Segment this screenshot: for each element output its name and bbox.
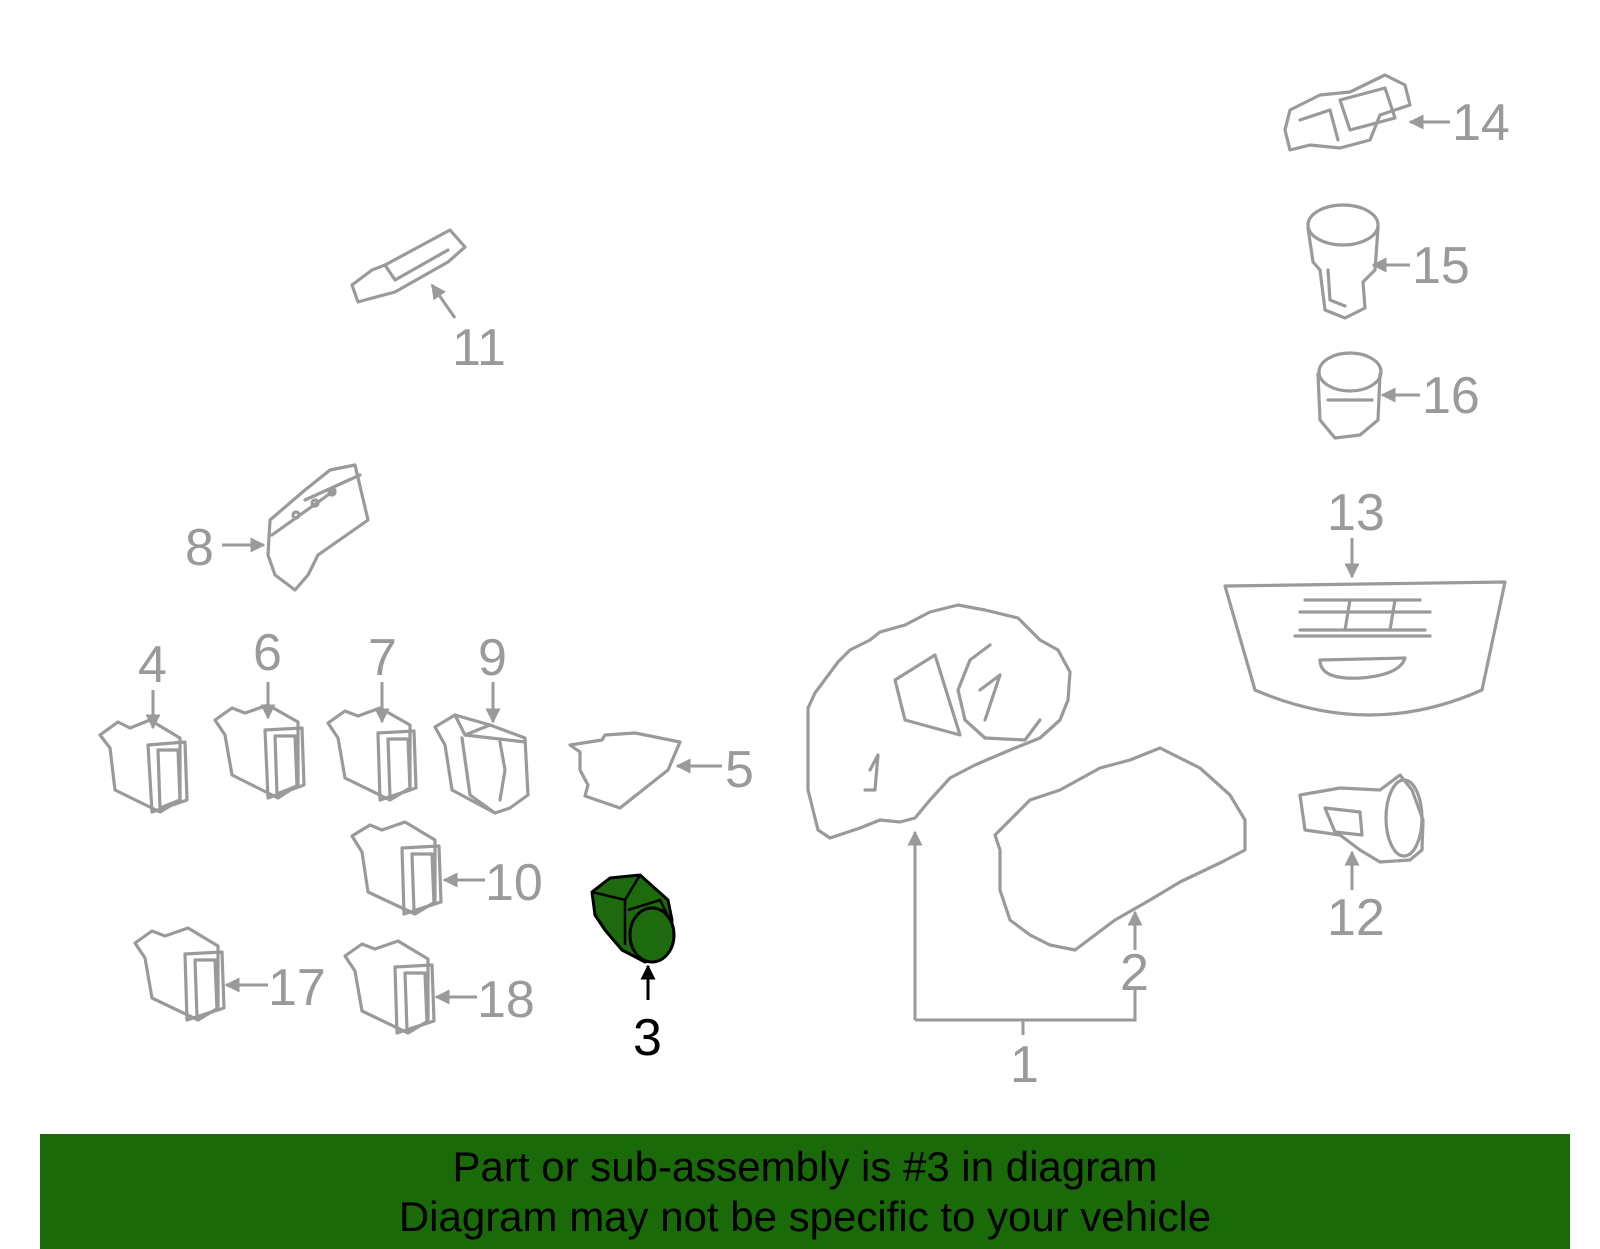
callout-11[interactable]: 11 [452,319,506,377]
callout-14[interactable]: 14 [1452,94,1510,152]
callout-16[interactable]: 16 [1422,367,1480,425]
part-3-highlighted[interactable] [590,873,676,964]
banner-line-2: Diagram may not be specific to your vehi… [398,1193,1212,1240]
part-9[interactable] [433,713,530,815]
part-8[interactable] [266,463,370,592]
callout-13[interactable]: 13 [1327,484,1385,542]
part-1[interactable] [806,603,1072,840]
callout-7[interactable]: 7 [368,629,397,687]
callout-1[interactable]: 1 [1010,1036,1039,1094]
callout-18[interactable]: 18 [477,971,535,1029]
part-18[interactable] [343,939,436,1035]
callout-4[interactable]: 4 [138,636,167,694]
info-banner: Part or sub-assembly is #3 in diagram Di… [40,1134,1570,1249]
part-16[interactable] [1316,351,1383,440]
part-10[interactable] [350,820,443,916]
leader-11 [430,283,457,319]
callout-10[interactable]: 10 [485,854,543,912]
part-4[interactable] [98,718,189,814]
part-6[interactable] [213,703,306,800]
callout-5[interactable]: 5 [725,741,754,799]
part-2[interactable] [993,746,1247,952]
part-15[interactable] [1306,203,1380,320]
part-14[interactable] [1283,73,1412,152]
part-11[interactable] [350,228,467,304]
leader-1-bracket [915,988,1137,1035]
part-17[interactable] [133,926,226,1022]
part-13[interactable] [1223,580,1507,717]
callout-12[interactable]: 12 [1327,889,1385,947]
callout-6[interactable]: 6 [253,624,282,682]
part-7[interactable] [326,706,418,802]
callout-8[interactable]: 8 [185,519,214,577]
callout-9[interactable]: 9 [478,629,507,687]
callout-17[interactable]: 17 [268,959,326,1017]
callout-15[interactable]: 15 [1412,237,1470,295]
part-5[interactable] [568,731,682,810]
banner-line-1: Part or sub-assembly is #3 in diagram [452,1143,1158,1190]
part-12[interactable] [1298,773,1425,864]
callout-3[interactable]: 3 [633,1009,662,1067]
